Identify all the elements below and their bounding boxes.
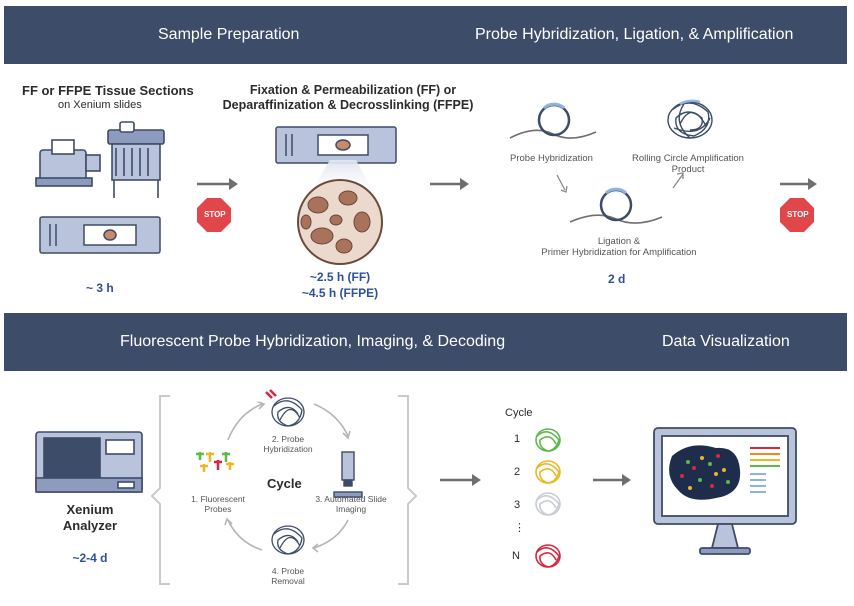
rca-label-line1: Rolling Circle Amplification (632, 153, 744, 164)
header-band-top (4, 6, 847, 64)
cycle-list-item-3: 3 (514, 499, 521, 511)
header-probe-hybridization: Probe Hybridization, Ligation, & Amplifi… (475, 26, 794, 43)
cycle-list-item-dots: ⋮ (514, 522, 525, 534)
cycle-center-label: Cycle (267, 476, 302, 491)
analyzer-name-line2: Analyzer (62, 518, 118, 533)
cycle-list-title: Cycle (505, 407, 533, 419)
cycle-step1-line2: Probes (204, 504, 232, 514)
header-data-visualization: Data Visualization (662, 333, 790, 350)
step2-title-line1: Fixation & Permeabilization (FF) or (249, 83, 457, 97)
analyzer-time: ~2-4 d (72, 551, 108, 565)
rca-label-line2: Product (671, 164, 705, 175)
cycle-step2-line2: Hybridization (263, 444, 313, 454)
step1-subtitle: on Xenium slides (58, 99, 142, 111)
step2-title-line2: Deparaffinization & Decrosslinking (FFPE… (222, 98, 474, 112)
cycle-list-item-2: 2 (514, 466, 521, 478)
analyzer-name-line1: Xenium (66, 502, 114, 517)
cycle-step2-line1: 2. Probe (271, 434, 305, 444)
probe-hybridization-label: Probe Hybridization (510, 153, 593, 164)
header-sample-preparation: Sample Preparation (158, 26, 300, 43)
header-band-bottom (4, 313, 847, 371)
step2-time-ffpe: ~4.5 h (FFPE) (301, 286, 379, 300)
ligation-label-line1: Ligation & (597, 236, 641, 247)
stop-sign-icon (197, 198, 231, 232)
cycle-list-item-n: N (512, 550, 520, 562)
ligation-label-line2: Primer Hybridization for Amplification (541, 247, 697, 258)
stop-label-1: STOP (204, 210, 226, 219)
step1-time: ~ 3 h (86, 281, 114, 295)
step3-time: 2 d (608, 272, 626, 286)
header-fluorescent-probe: Fluorescent Probe Hybridization, Imaging… (120, 333, 506, 350)
cycle-step3-line2: Imaging (335, 504, 367, 514)
cycle-step4-line2: Removal (271, 576, 305, 586)
cycle-list-item-1: 1 (514, 433, 521, 445)
stop-sign-icon (780, 198, 814, 232)
cycle-step4-line1: 4. Probe (271, 566, 305, 576)
cycle-step3-line1: 3. Automated Slide (315, 494, 387, 504)
step1-title: FF or FFPE Tissue Sections (22, 83, 194, 98)
stop-label-2: STOP (787, 210, 809, 219)
cycle-step1-line1: 1. Fluorescent (191, 494, 245, 504)
step2-time-ff: ~2.5 h (FF) (309, 270, 371, 284)
